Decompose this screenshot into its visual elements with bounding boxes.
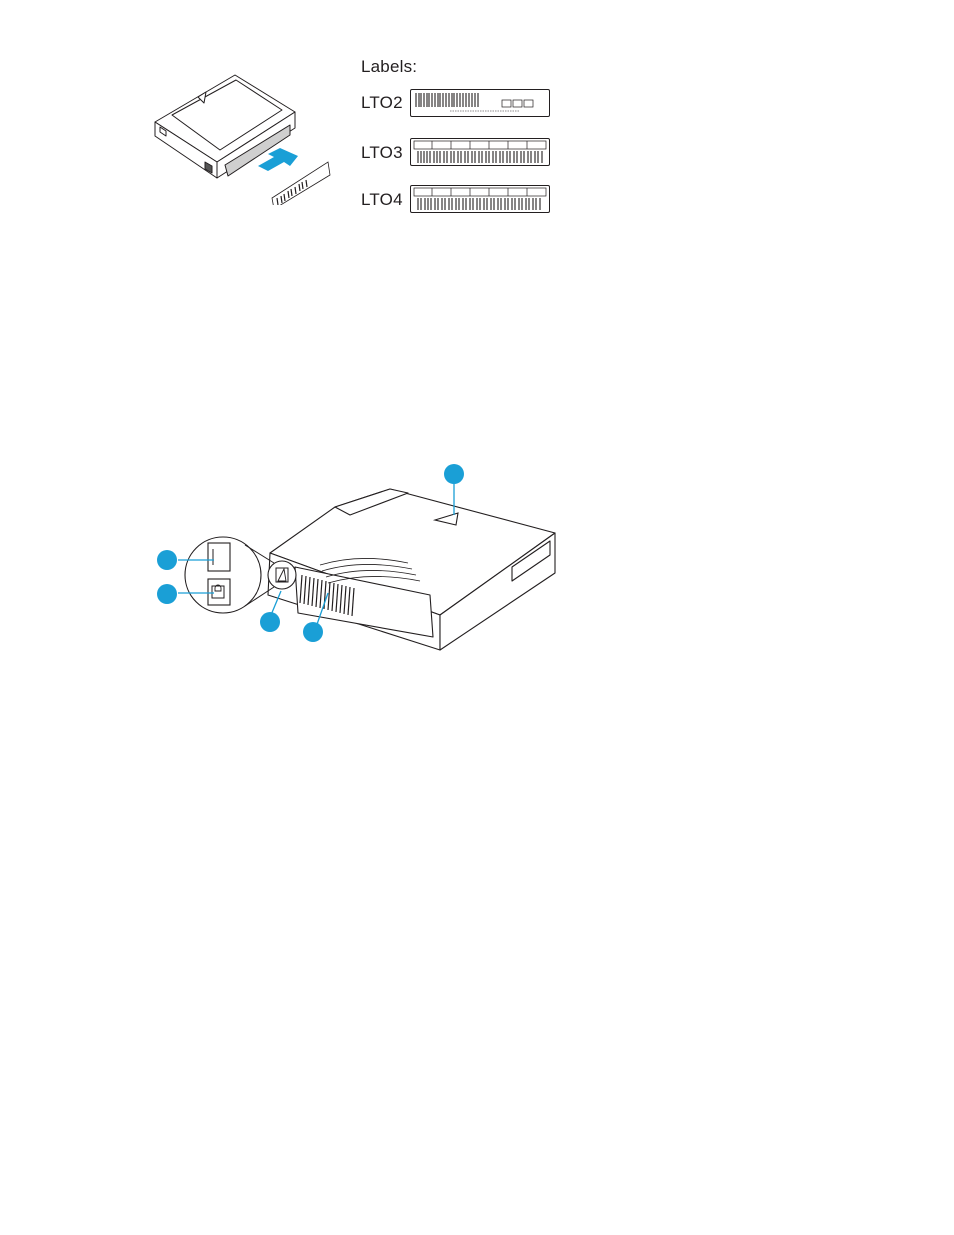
callout-4 [260, 612, 280, 632]
callout-1 [444, 464, 464, 484]
cartridge-label-insert-illustration [150, 70, 340, 205]
lto4-barcode-label [410, 185, 550, 213]
lto2-barcode-label [410, 89, 550, 117]
callout-3 [157, 584, 177, 604]
lto4-label-name: LTO4 [361, 190, 403, 210]
callout-5 [303, 622, 323, 642]
lto3-barcode-label [410, 138, 550, 166]
callout-2 [157, 550, 177, 570]
cartridge-callout-illustration [150, 455, 570, 655]
barcode-label-icon [272, 162, 330, 205]
lto2-label-name: LTO2 [361, 93, 403, 113]
labels-heading: Labels: [361, 57, 417, 77]
lto3-label-name: LTO3 [361, 143, 403, 163]
write-protect-icon [268, 561, 296, 589]
